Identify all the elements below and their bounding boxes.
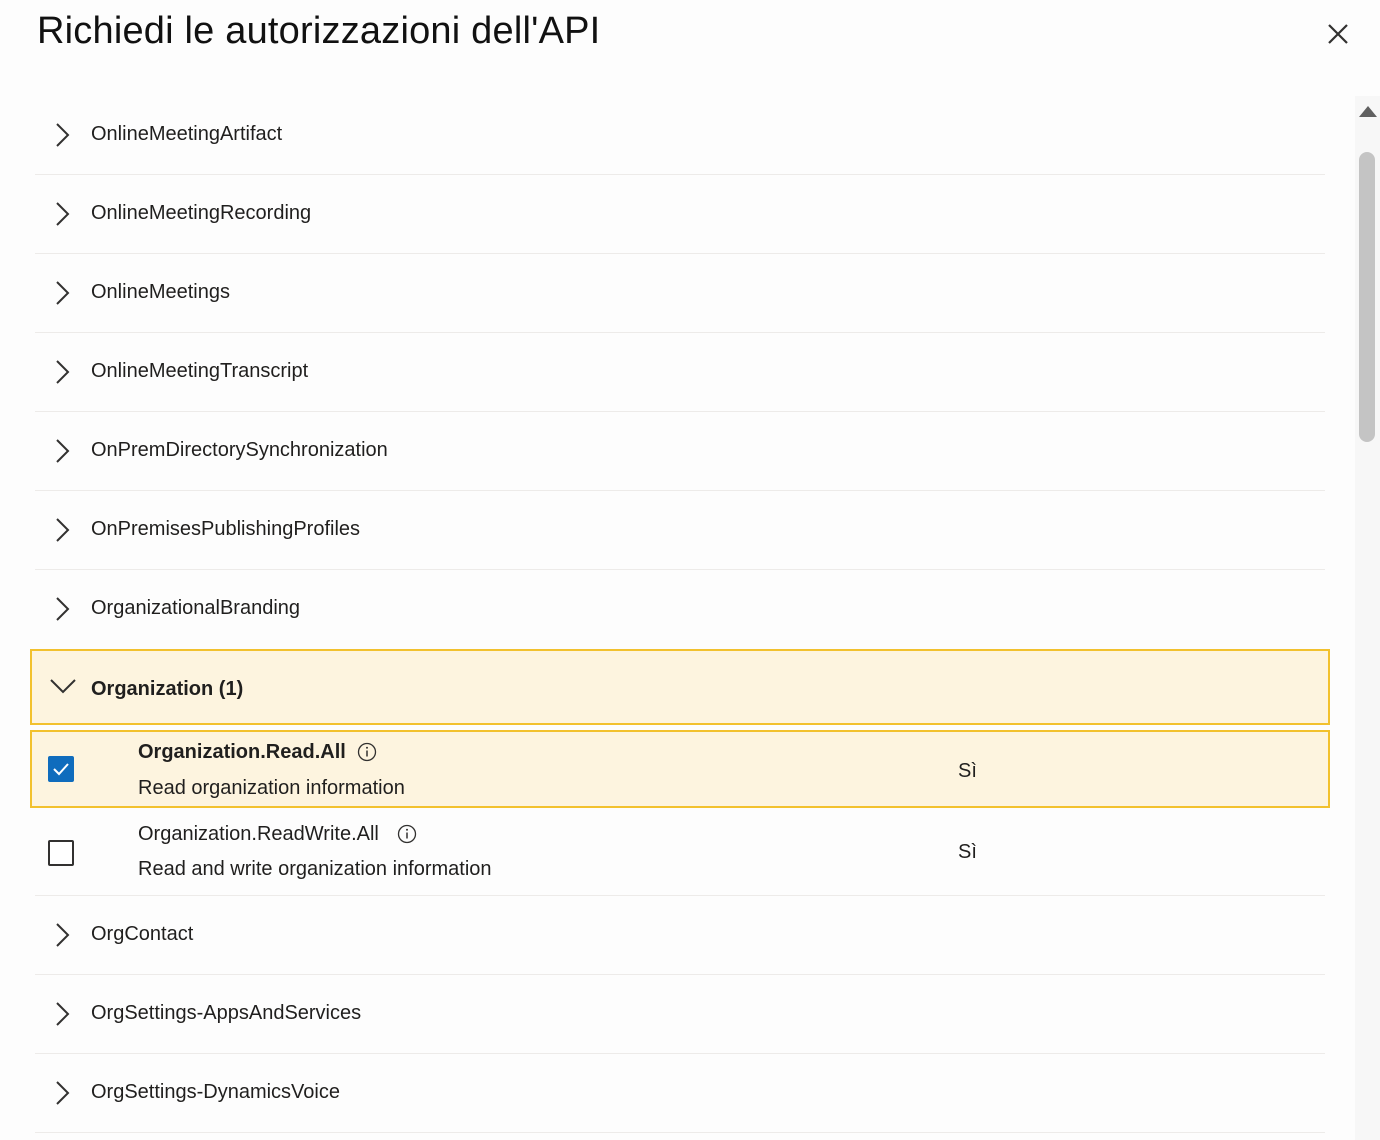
group-label: OrganizationalBranding (91, 597, 301, 619)
close-icon (1328, 24, 1348, 44)
chevron-right-icon (56, 281, 70, 305)
chevron-right-icon (56, 202, 70, 226)
group-label: OnPremDirectorySynchronization (91, 439, 388, 461)
checkmark-icon (53, 763, 69, 776)
group-label: OnlineMeetings (91, 281, 230, 303)
group-row-onpremisespublishingprofiles[interactable]: OnPremisesPublishingProfiles (35, 491, 1325, 570)
group-label: Organization (1) (91, 678, 244, 700)
permission-row-organization-readwrite-all[interactable]: Organization.ReadWrite.All Read and writ… (35, 808, 1325, 896)
group-row-onlinemeetingtranscript[interactable]: OnlineMeetingTranscript (35, 333, 1325, 412)
permission-description: Read and write organization information (138, 858, 492, 880)
permission-row-organization-read-all[interactable]: Organization.Read.All Read organization … (30, 730, 1330, 808)
scroll-thumb[interactable] (1359, 152, 1375, 442)
vertical-scrollbar[interactable] (1355, 96, 1380, 1140)
permission-name: Organization.ReadWrite.All (138, 823, 379, 845)
chevron-right-icon (56, 360, 70, 384)
permission-group-list: OnlineMeetingArtifact OnlineMeetingRecor… (30, 96, 1330, 1133)
group-label: OrgSettings-DynamicsVoice (91, 1081, 340, 1103)
scroll-up-arrow-icon[interactable] (1359, 106, 1377, 117)
group-row-orgsettings-appsandservices[interactable]: OrgSettings-AppsAndServices (35, 975, 1325, 1054)
admin-consent-value: Sì (958, 760, 977, 782)
permission-description: Read organization information (138, 777, 405, 799)
chevron-right-icon (56, 518, 70, 542)
panel-title: Richiedi le autorizzazioni dell'API (37, 10, 601, 52)
permission-name: Organization.Read.All (138, 741, 346, 763)
chevron-right-icon (56, 1081, 70, 1105)
group-label: OrgSettings-AppsAndServices (91, 1002, 362, 1024)
chevron-right-icon (56, 923, 70, 947)
chevron-right-icon (56, 597, 70, 621)
group-label: OnlineMeetingTranscript (91, 360, 309, 382)
group-label: OnPremisesPublishingProfiles (91, 518, 361, 540)
group-row-onlinemeetingartifact[interactable]: OnlineMeetingArtifact (35, 96, 1325, 175)
group-row-orgcontact[interactable]: OrgContact (35, 896, 1325, 975)
group-label: OrgContact (91, 923, 194, 945)
admin-consent-value: Sì (958, 841, 977, 863)
chevron-down-icon (50, 679, 76, 694)
group-row-orgsettings-dynamicsvoice[interactable]: OrgSettings-DynamicsVoice (35, 1054, 1325, 1133)
chevron-right-icon (56, 123, 70, 147)
group-row-onpremdirectorysynchronization[interactable]: OnPremDirectorySynchronization (35, 412, 1325, 491)
info-icon[interactable] (397, 824, 417, 844)
close-button[interactable] (1320, 16, 1356, 52)
group-label: OnlineMeetingArtifact (91, 123, 283, 145)
group-row-organization-expanded[interactable]: Organization (1) (30, 649, 1330, 725)
group-row-organizationalbranding[interactable]: OrganizationalBranding (35, 570, 1325, 648)
group-row-onlinemeetingrecording[interactable]: OnlineMeetingRecording (35, 175, 1325, 254)
info-icon[interactable] (357, 742, 377, 762)
group-row-onlinemeetings[interactable]: OnlineMeetings (35, 254, 1325, 333)
chevron-right-icon (56, 1002, 70, 1026)
permission-checkbox[interactable] (48, 756, 74, 782)
chevron-right-icon (56, 439, 70, 463)
group-label: OnlineMeetingRecording (91, 202, 312, 224)
permission-checkbox[interactable] (48, 840, 74, 866)
